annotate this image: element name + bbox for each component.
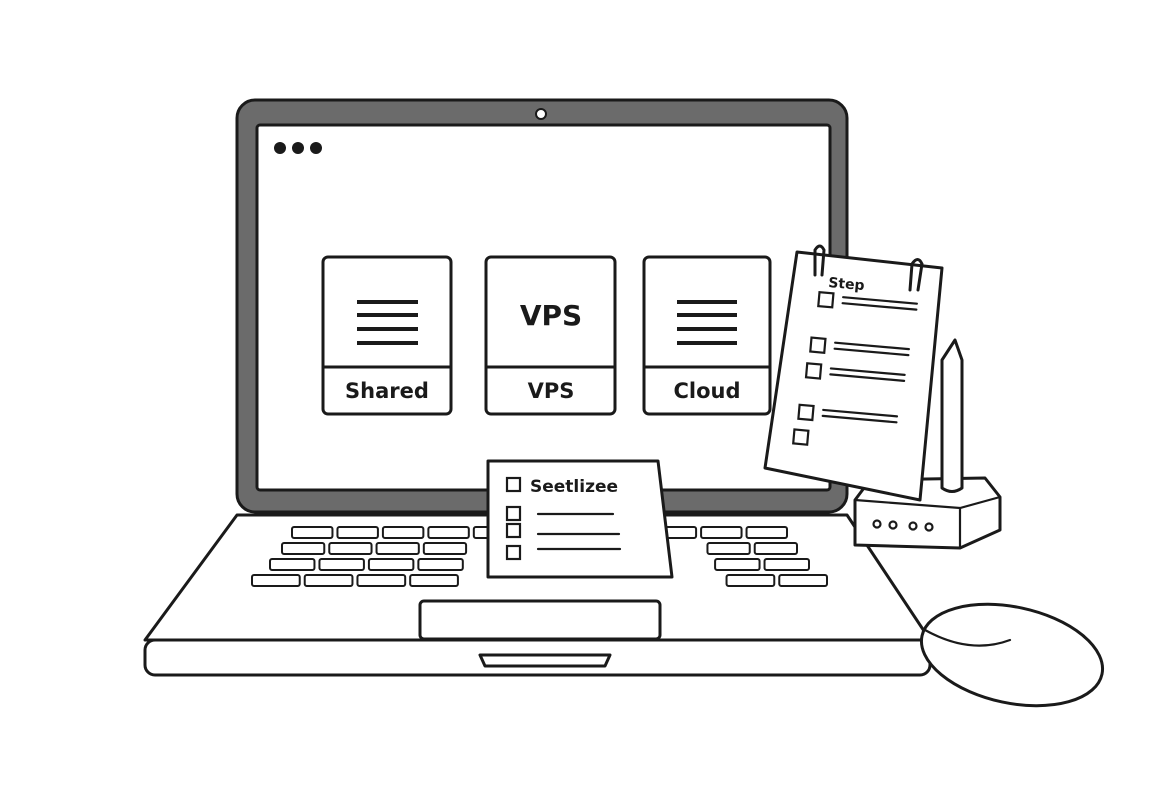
window-dots-icon <box>274 142 322 154</box>
hosting-card-vps[interactable]: VPS VPS <box>484 255 617 416</box>
hosting-card-shared[interactable]: Shared <box>321 255 453 416</box>
hosting-card-cloud[interactable]: Cloud <box>642 255 772 416</box>
mouse[interactable] <box>912 589 1112 721</box>
keyboard-key[interactable] <box>745 526 789 539</box>
keyboard-key[interactable] <box>356 574 407 587</box>
keyboard-key[interactable] <box>725 574 776 587</box>
lines-icon <box>357 300 418 345</box>
checklist-card: Seetlizee <box>486 459 674 579</box>
pen-icon <box>940 338 964 493</box>
keyboard-key[interactable] <box>367 558 415 571</box>
keyboard-key[interactable] <box>778 574 828 587</box>
card-label: VPS <box>528 379 575 403</box>
checkbox-icon <box>505 522 522 539</box>
checkbox-icon <box>817 290 835 309</box>
keyboard-key[interactable] <box>422 542 468 555</box>
step-notepad: Step <box>763 244 944 502</box>
keyboard-key[interactable] <box>753 542 799 555</box>
keyboard-key[interactable] <box>303 574 354 587</box>
checkbox-icon <box>809 336 827 354</box>
keyboard-key[interactable] <box>700 526 743 539</box>
webcam-icon <box>535 108 547 120</box>
keyboard-key[interactable] <box>417 558 464 571</box>
keyboard-key[interactable] <box>336 526 379 539</box>
checkbox-icon <box>505 505 522 522</box>
checkbox-icon <box>797 403 815 422</box>
keyboard-key[interactable] <box>427 526 470 539</box>
keyboard-key[interactable] <box>706 542 751 555</box>
checkbox-icon <box>505 476 522 493</box>
trackpad[interactable] <box>418 599 662 641</box>
keyboard-key[interactable] <box>251 574 301 587</box>
keyboard-key[interactable] <box>381 526 425 539</box>
keyboard-key[interactable] <box>763 558 811 571</box>
notepad-title: Step <box>828 275 866 294</box>
keyboard-key[interactable] <box>318 558 365 571</box>
card-label: Shared <box>345 379 429 403</box>
keyboard[interactable] <box>251 526 828 587</box>
keyboard-key[interactable] <box>291 526 334 539</box>
checkbox-icon <box>804 362 823 380</box>
checklist-title: Seetlizee <box>530 477 618 497</box>
card-label: Cloud <box>673 379 740 403</box>
checkbox-icon <box>505 544 522 561</box>
keyboard-key[interactable] <box>714 558 761 571</box>
keyboard-key[interactable] <box>409 574 459 587</box>
keyboard-key[interactable] <box>269 558 316 571</box>
keyboard-key[interactable] <box>281 542 326 555</box>
card-heading: VPS <box>520 299 582 332</box>
checkbox-icon <box>792 428 810 446</box>
lines-icon <box>677 300 737 345</box>
keyboard-key[interactable] <box>375 542 420 555</box>
keyboard-key[interactable] <box>328 542 373 555</box>
